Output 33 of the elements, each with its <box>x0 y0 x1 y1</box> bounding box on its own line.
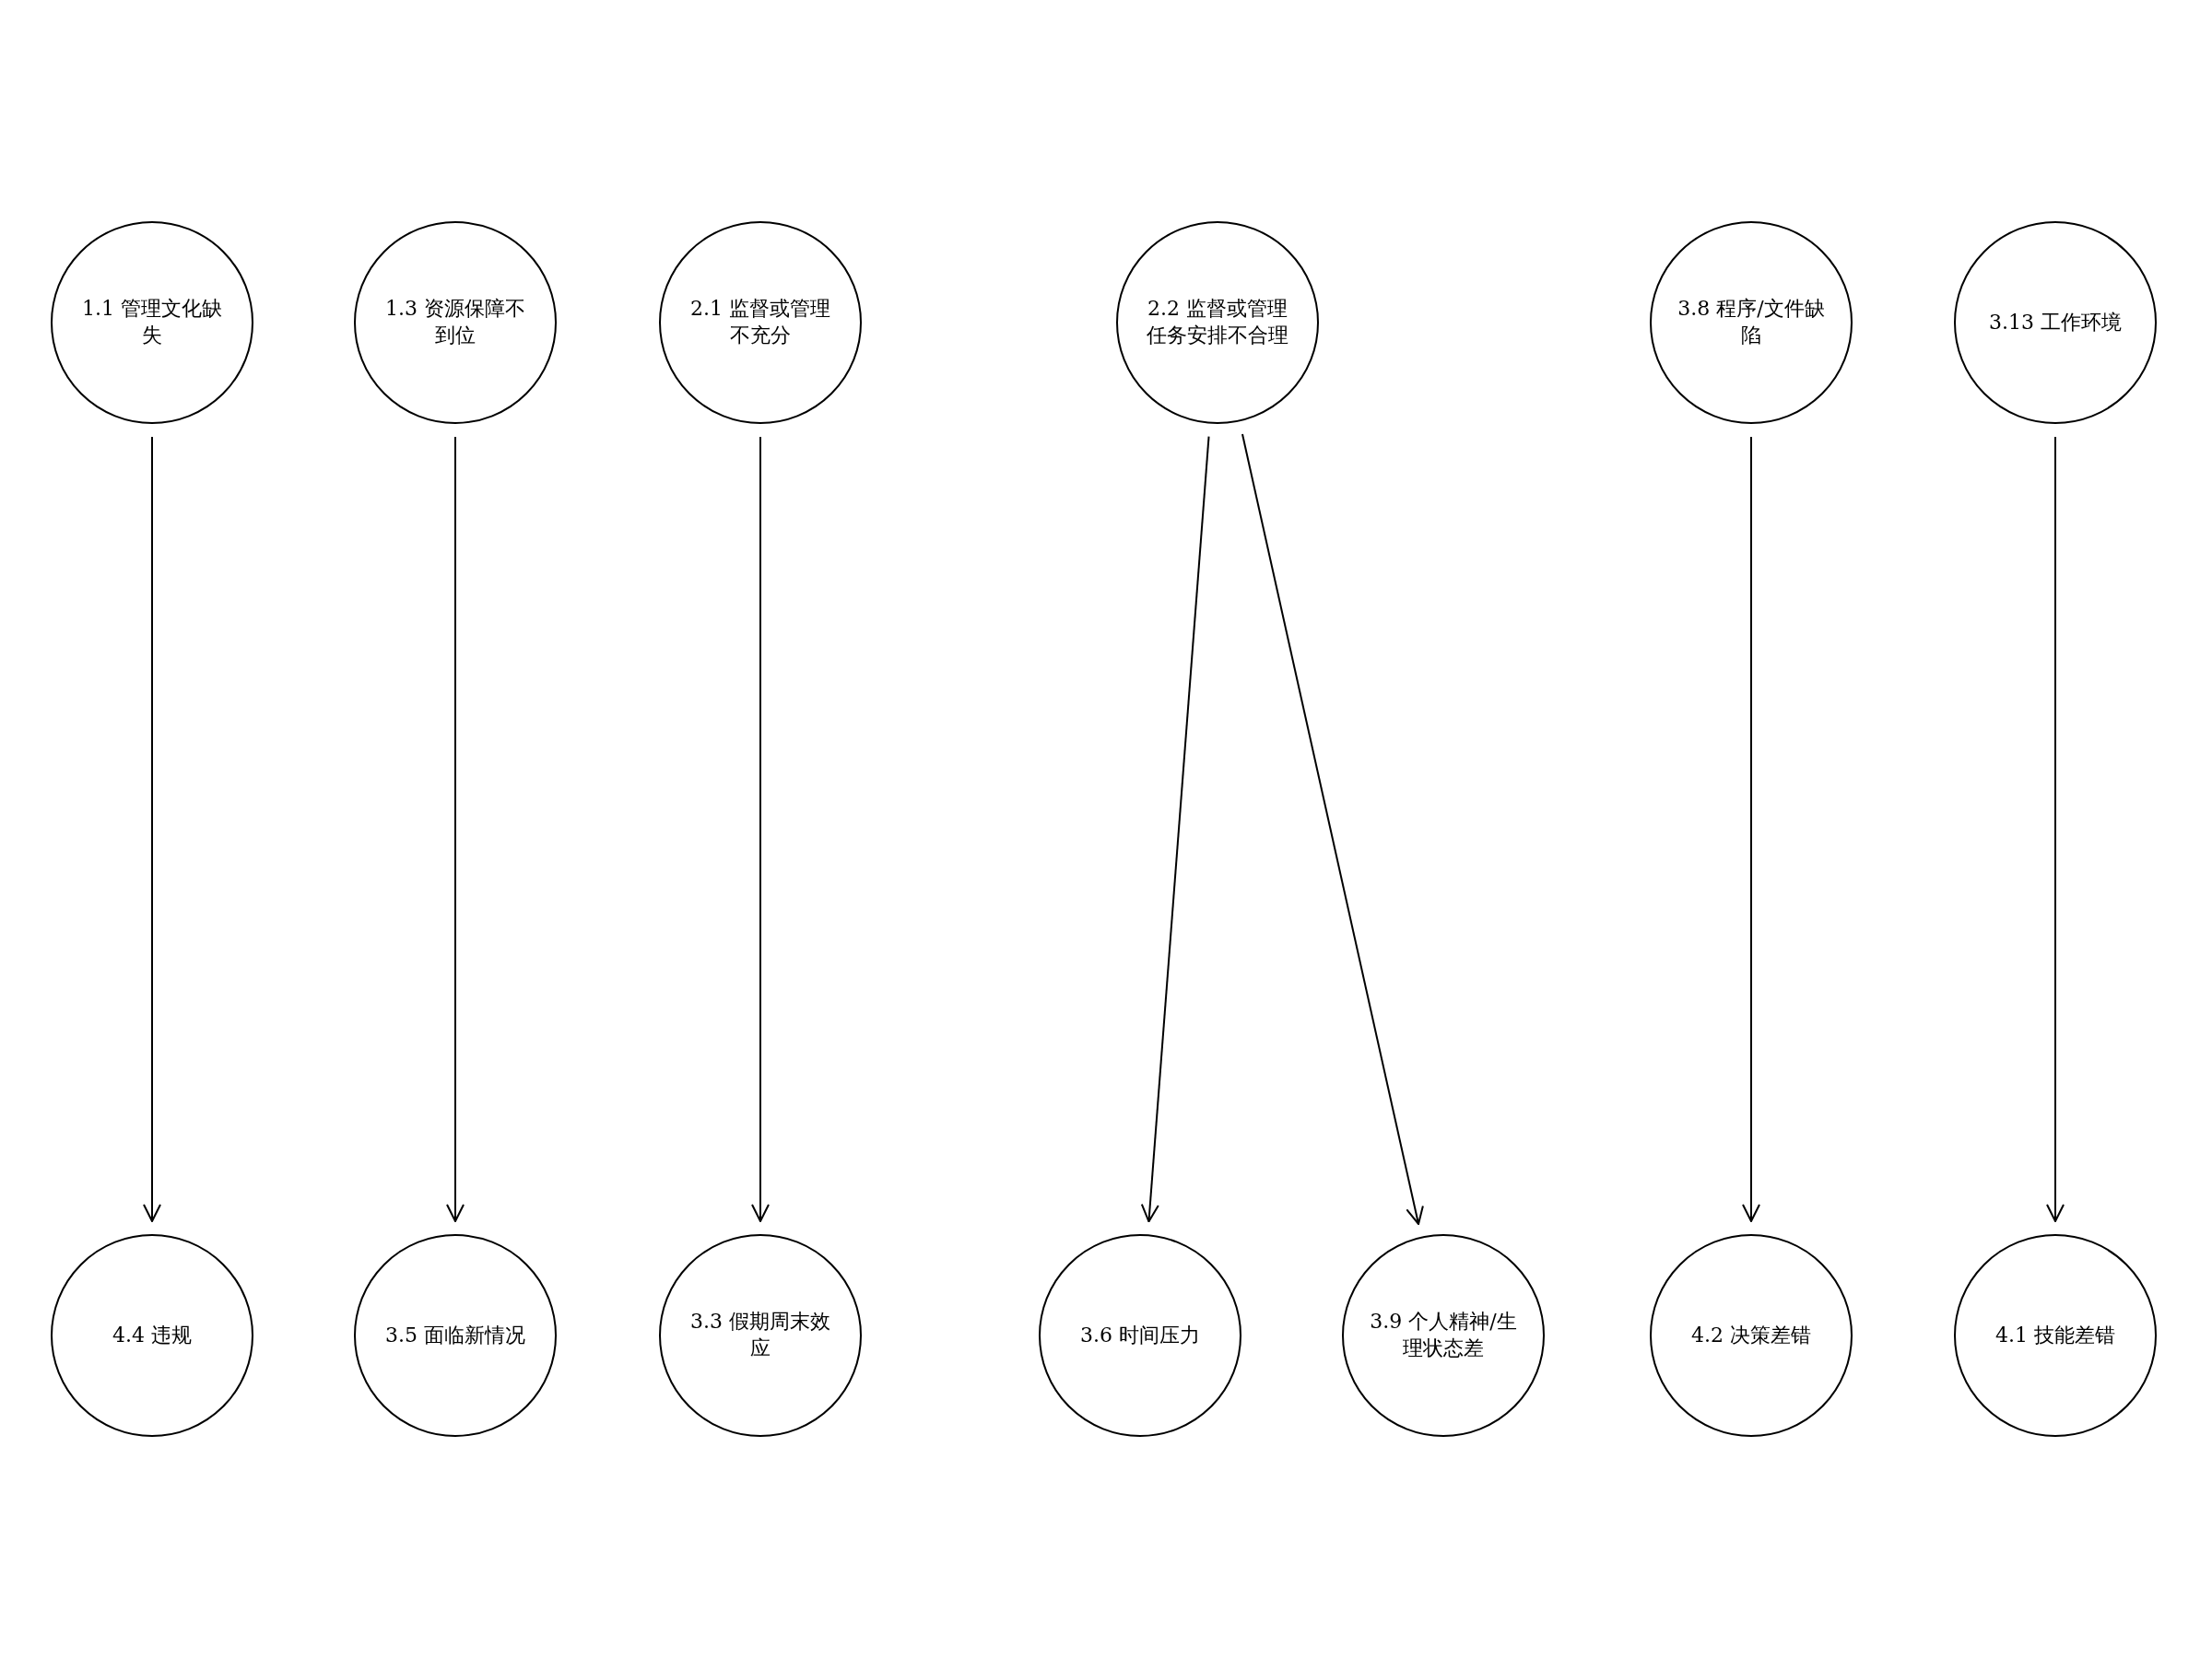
node-label: 3.3 假期周末效应 <box>689 1309 831 1361</box>
node-label: 3.6 时间压力 <box>1080 1322 1200 1348</box>
circle-node <box>659 1234 862 1437</box>
circle-node <box>1954 1234 2157 1437</box>
node-label: 4.4 违规 <box>112 1322 192 1348</box>
arrow <box>1742 436 1760 1222</box>
circle-node <box>51 1234 253 1437</box>
node-label: 3.8 程序/文件缺陷 <box>1677 296 1826 348</box>
arrow <box>1140 435 1210 1223</box>
node-label: 1.1 管理文化缺失 <box>81 296 223 348</box>
node-label: 3.13 工作环境 <box>1989 309 2122 335</box>
circle-node <box>1116 221 1319 424</box>
circle-node <box>1650 221 1853 424</box>
arrow <box>446 436 465 1222</box>
node-label: 4.2 决策差错 <box>1691 1322 1811 1348</box>
circle-node <box>354 1234 557 1437</box>
circle-node <box>1039 1234 1241 1437</box>
arrow <box>1241 433 1424 1225</box>
circle-node <box>51 221 253 424</box>
circle-node <box>354 221 557 424</box>
circle-node <box>1650 1234 1853 1437</box>
node-label: 1.3 资源保障不到位 <box>384 296 526 348</box>
circle-node <box>1342 1234 1545 1437</box>
circle-node <box>659 221 862 424</box>
node-label: 2.2 监督或管理任务安排不合理 <box>1146 296 1289 348</box>
arrow <box>751 436 770 1222</box>
arrow <box>2046 436 2065 1222</box>
arrow <box>143 436 161 1222</box>
node-label: 3.5 面临新情况 <box>385 1322 525 1348</box>
node-label: 3.9 个人精神/生理状态差 <box>1369 1309 1518 1361</box>
circle-node <box>1954 221 2157 424</box>
node-label: 4.1 技能差错 <box>1995 1322 2115 1348</box>
node-label: 2.1 监督或管理不充分 <box>689 296 831 348</box>
